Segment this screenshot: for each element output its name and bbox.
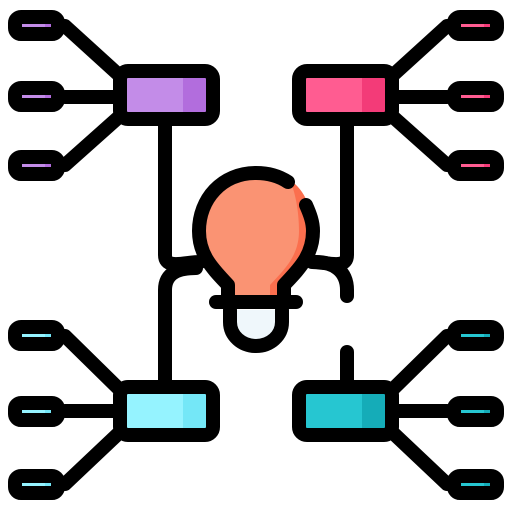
- leaf-node-bottom-left-1: [8, 320, 65, 351]
- leaf-outline: [8, 320, 65, 351]
- branch-line-bottom-right-3: [385, 425, 454, 491]
- branch-line-top-right-1: [385, 19, 454, 83]
- branch-line-bottom-right-1: [385, 329, 454, 397]
- bulb-outline: [192, 166, 320, 309]
- leaf-node-bottom-left-3: [8, 469, 65, 500]
- branch-clusters: [8, 10, 504, 500]
- leaf-node-bottom-right-3: [447, 469, 504, 500]
- main-outline: [113, 64, 220, 126]
- main-node-top-left: [113, 64, 220, 126]
- leaf-node-top-right-2: [447, 81, 504, 112]
- leaf-node-top-left-3: [8, 150, 65, 181]
- leaf-outline: [8, 81, 65, 112]
- leaf-outline: [8, 10, 65, 41]
- leaf-outline: [447, 396, 504, 427]
- branch-line-top-left-1: [58, 19, 127, 83]
- leaf-outline: [447, 469, 504, 500]
- leaf-outline: [447, 81, 504, 112]
- leaf-outline: [447, 10, 504, 41]
- cluster-top-right: [292, 10, 504, 181]
- main-outline: [292, 64, 399, 126]
- main-node-bottom-left: [113, 380, 220, 442]
- main-outline: [113, 380, 220, 442]
- leaf-node-bottom-right-1: [447, 320, 504, 351]
- leaf-node-top-right-3: [447, 150, 504, 181]
- cluster-bottom-right: [292, 320, 504, 500]
- trunk-line-bottom-left: [158, 261, 203, 387]
- leaf-node-top-right-1: [447, 10, 504, 41]
- leaf-outline: [8, 396, 65, 427]
- bulb-right-link: [309, 255, 354, 303]
- leaf-outline: [8, 150, 65, 181]
- leaf-outline: [447, 150, 504, 181]
- branch-line-top-right-3: [385, 109, 454, 172]
- leaf-outline: [447, 320, 504, 351]
- leaf-outline: [8, 469, 65, 500]
- branch-line-bottom-left-1: [58, 329, 127, 397]
- branch-line-top-left-3: [58, 109, 127, 172]
- lightbulb-icon: [192, 166, 320, 353]
- main-node-top-right: [292, 64, 399, 126]
- connector-lines: [58, 19, 454, 491]
- main-node-bottom-right: [292, 380, 399, 442]
- leaf-node-bottom-right-2: [447, 396, 504, 427]
- leaf-node-top-left-1: [8, 10, 65, 41]
- cluster-top-left: [8, 10, 220, 181]
- branch-line-bottom-left-3: [58, 425, 127, 491]
- main-outline: [292, 380, 399, 442]
- leaf-node-bottom-left-2: [8, 396, 65, 427]
- bulb-base-outline: [223, 303, 289, 353]
- leaf-node-top-left-2: [8, 81, 65, 112]
- cluster-bottom-left: [8, 320, 220, 500]
